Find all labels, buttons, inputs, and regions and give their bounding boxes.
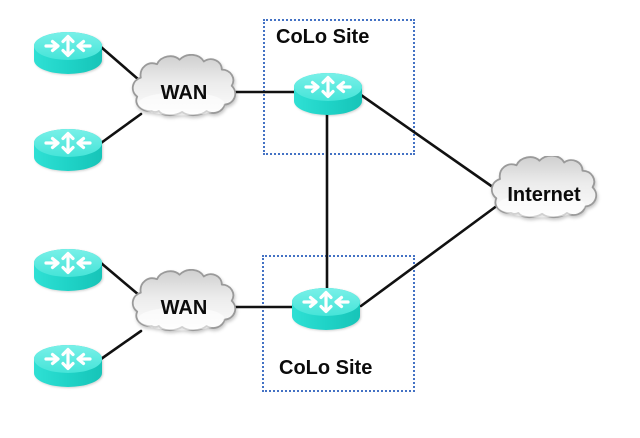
colo-site-box-top: CoLo Site bbox=[263, 19, 415, 155]
colo-site-box-bottom: CoLo Site bbox=[262, 255, 415, 392]
colo-site-label: CoLo Site bbox=[279, 357, 373, 379]
router-icon bbox=[32, 247, 104, 293]
wan-label: WAN bbox=[160, 297, 208, 319]
router-icon bbox=[292, 71, 364, 117]
wan-label: WAN bbox=[160, 82, 208, 104]
internet-label: Internet bbox=[507, 183, 581, 206]
network-link bbox=[359, 203, 500, 308]
router-icon bbox=[290, 286, 362, 332]
router-icon bbox=[32, 343, 104, 389]
colo-router-bottom bbox=[289, 286, 363, 332]
colo-router-top bbox=[291, 71, 365, 117]
network-link bbox=[99, 329, 143, 361]
network-link bbox=[99, 112, 143, 145]
network-link bbox=[359, 93, 499, 192]
colo-site-label: CoLo Site bbox=[276, 26, 370, 48]
wan-cloud-top: WAN bbox=[130, 54, 238, 123]
router-icon bbox=[32, 30, 104, 76]
router-icon bbox=[32, 127, 104, 173]
internet-cloud: Internet bbox=[489, 156, 599, 224]
branch-router-1 bbox=[31, 30, 105, 76]
wan-cloud-bottom: WAN bbox=[130, 269, 238, 338]
branch-router-3 bbox=[31, 247, 105, 293]
branch-router-2 bbox=[31, 127, 105, 173]
branch-router-4 bbox=[31, 343, 105, 389]
